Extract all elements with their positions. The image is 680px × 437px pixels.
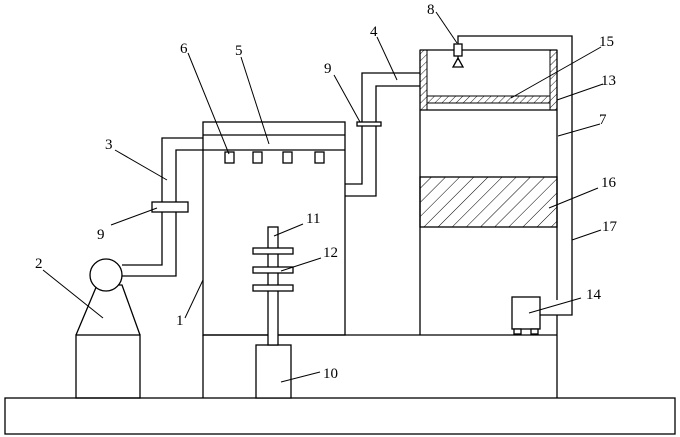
lower-housing	[202, 315, 558, 398]
packing-layer	[419, 176, 558, 228]
label-11: 11	[306, 211, 320, 227]
tank-wall-right	[549, 49, 558, 111]
label-14: 14	[586, 287, 602, 303]
label-16: 16	[601, 175, 617, 191]
label-3: 3	[105, 137, 113, 153]
base-platform	[4, 397, 676, 435]
label-13: 13	[601, 73, 616, 89]
label-9-right: 9	[324, 61, 332, 77]
label-4: 4	[370, 24, 378, 40]
pump	[511, 296, 541, 335]
label-7: 7	[599, 112, 607, 128]
filter-plate	[426, 95, 551, 104]
connecting-pipe	[345, 72, 420, 197]
air-duct	[122, 137, 203, 277]
label-6: 6	[180, 41, 188, 57]
stirrer-shaft	[252, 226, 294, 346]
label-17: 17	[602, 219, 618, 235]
tank-wall-left	[419, 49, 428, 111]
label-8: 8	[427, 2, 435, 18]
spray-nozzles	[224, 151, 325, 164]
fan-stand	[75, 284, 141, 399]
label-2: 2	[35, 256, 43, 272]
fan-blower	[89, 258, 123, 292]
label-1: 1	[176, 313, 184, 329]
recirculation-pipe	[457, 35, 573, 316]
leader-lines	[42, 11, 604, 383]
label-12: 12	[323, 245, 338, 261]
label-15: 15	[599, 34, 614, 50]
motor	[255, 344, 292, 399]
label-10: 10	[323, 366, 338, 382]
label-5: 5	[235, 43, 243, 59]
valve	[451, 43, 465, 68]
label-9-left: 9	[97, 227, 105, 243]
